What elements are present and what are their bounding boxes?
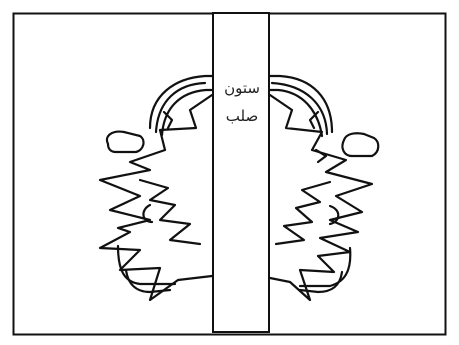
pole-label-line1: ستون xyxy=(214,79,270,97)
rigid-pole xyxy=(213,13,269,332)
pole-label-line2: صلب xyxy=(214,107,270,125)
